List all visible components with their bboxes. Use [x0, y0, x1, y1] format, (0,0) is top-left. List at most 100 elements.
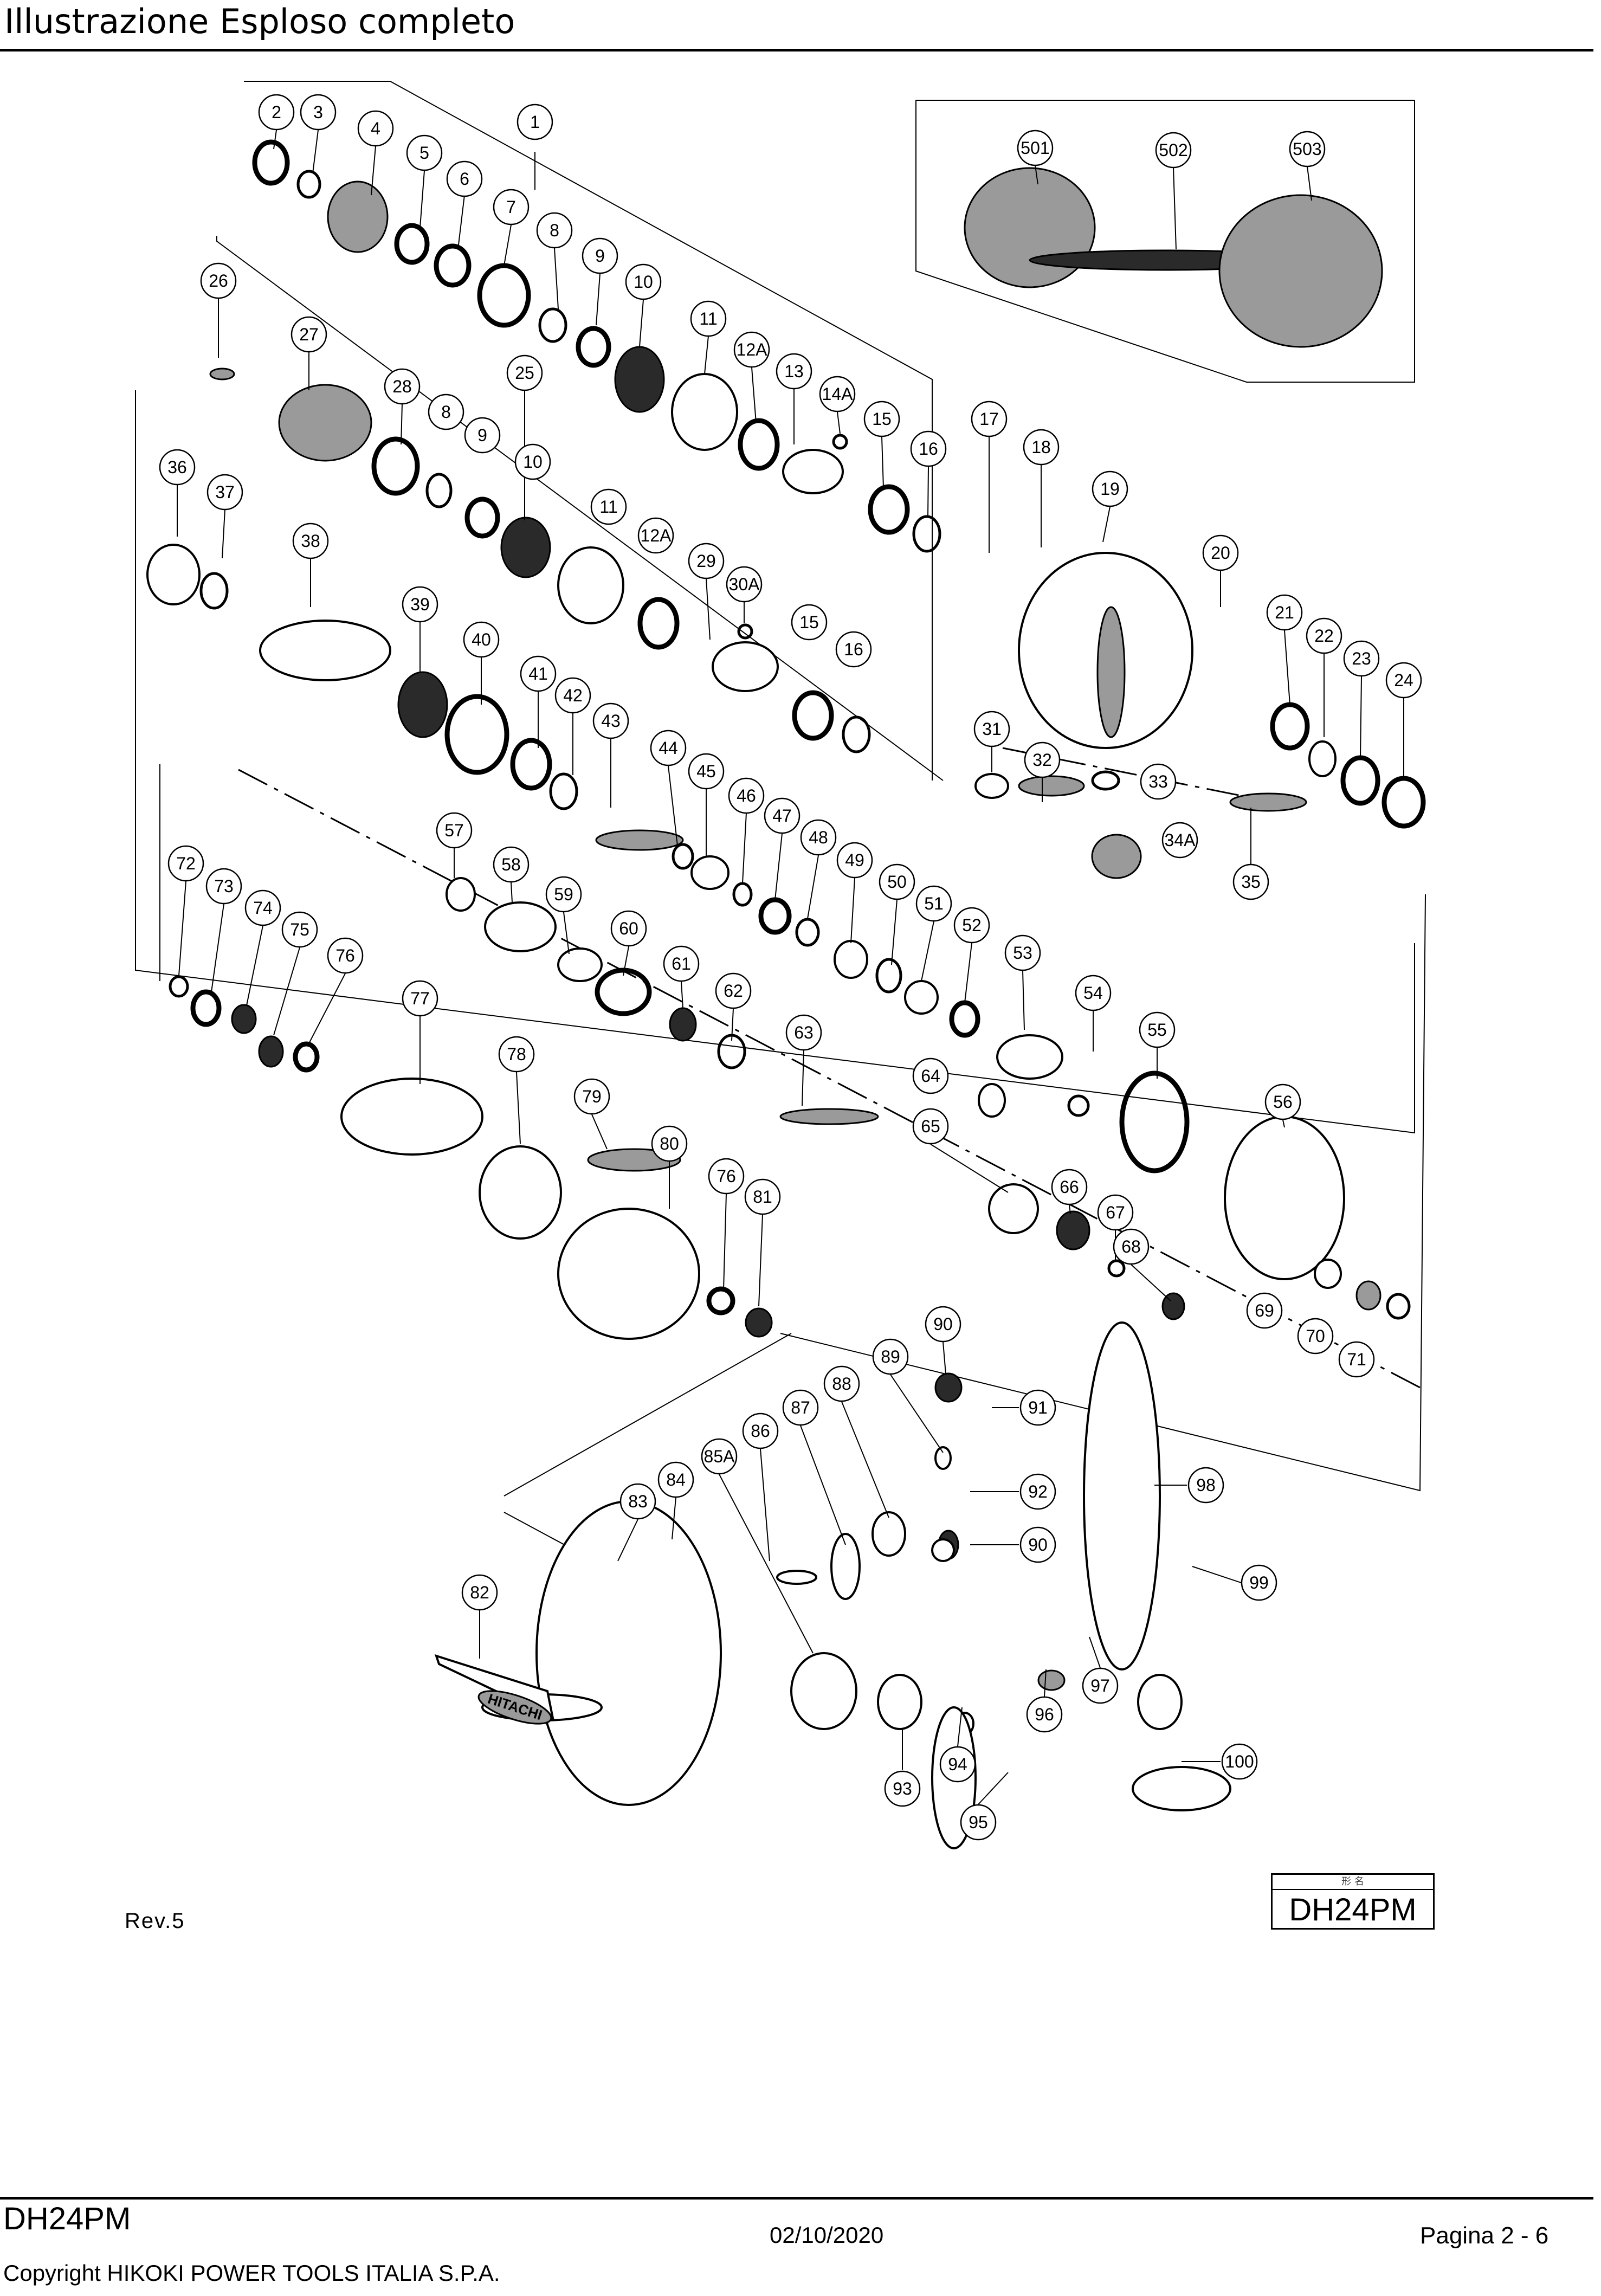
- callout-77: 77: [402, 980, 438, 1017]
- callout-20: 20: [1202, 534, 1239, 571]
- callout-86: 86: [742, 1413, 779, 1449]
- callout-63: 63: [785, 1014, 822, 1051]
- svg-text:42: 42: [563, 686, 583, 705]
- svg-text:100: 100: [1225, 1752, 1254, 1771]
- part-shape-60: [190, 989, 222, 1027]
- svg-text:24: 24: [1394, 670, 1413, 690]
- part-shape-68: [706, 1286, 735, 1315]
- callout-501: 501: [1017, 130, 1054, 166]
- callout-24: 24: [1385, 662, 1422, 699]
- svg-text:34A: 34A: [1165, 830, 1196, 850]
- svg-text:31: 31: [982, 719, 1002, 739]
- callout-73: 73: [205, 868, 242, 905]
- svg-text:1: 1: [530, 112, 540, 132]
- part-shape-39: [795, 918, 820, 947]
- footer-copyright: Copyright HIKOKI POWER TOOLS ITALIA S.P.…: [3, 2260, 500, 2286]
- callout-95: 95: [960, 1804, 997, 1841]
- part-shape-56: [1056, 1210, 1090, 1250]
- callout-25: 25: [506, 354, 543, 391]
- leader-line-8: [554, 248, 559, 309]
- svg-text:16: 16: [844, 640, 863, 659]
- callout-36: 36: [159, 449, 196, 486]
- part-shape-14: [912, 515, 941, 553]
- leader-line-73: [211, 904, 224, 992]
- part-shape-19: [464, 496, 500, 539]
- callout-79: 79: [573, 1078, 610, 1115]
- part-shape-42: [904, 980, 939, 1015]
- callout-503: 503: [1289, 131, 1326, 167]
- part-shape-36: [690, 855, 730, 890]
- callout-8b: 8: [428, 394, 464, 430]
- svg-text:62: 62: [724, 981, 743, 1001]
- callout-60: 60: [610, 910, 647, 947]
- part-shape-77: [1018, 775, 1085, 797]
- svg-text:29: 29: [696, 551, 716, 571]
- callout-33: 33: [1140, 763, 1177, 800]
- footer-date: 02/10/2020: [770, 2222, 884, 2248]
- footer-page-number: Pagina 2 - 6: [1420, 2222, 1549, 2249]
- part-shape-98: [931, 1538, 955, 1562]
- svg-text:90: 90: [1028, 1535, 1048, 1555]
- callout-42: 42: [554, 677, 591, 714]
- callout-93: 93: [884, 1770, 921, 1807]
- part-shape-15: [209, 367, 235, 380]
- leader-line-86: [760, 1448, 770, 1562]
- leader-line-50: [891, 899, 898, 965]
- callout-90: 90: [925, 1306, 961, 1343]
- part-shape-91: [1037, 1669, 1066, 1691]
- leader-line-89: [890, 1374, 944, 1453]
- leader-line-65: [930, 1144, 1009, 1193]
- svg-text:72: 72: [176, 854, 196, 873]
- leader-line-96: [1044, 1669, 1047, 1697]
- callout-76b: 76: [708, 1158, 745, 1195]
- leader-line-4: [371, 146, 376, 196]
- callout-2: 2: [258, 94, 295, 131]
- svg-text:21: 21: [1275, 603, 1294, 622]
- svg-text:99: 99: [1249, 1573, 1269, 1592]
- callout-69: 69: [1246, 1292, 1283, 1329]
- group-frame-2: [135, 390, 1415, 1134]
- callout-11b: 11: [590, 488, 627, 525]
- svg-text:22: 22: [1314, 626, 1334, 646]
- svg-text:89: 89: [881, 1347, 900, 1366]
- callout-11: 11: [690, 300, 727, 337]
- callout-68: 68: [1113, 1228, 1150, 1265]
- callout-22: 22: [1306, 617, 1342, 654]
- leader-line-88: [841, 1401, 889, 1518]
- parts-illustrations: HITACHI: [146, 139, 1426, 1849]
- part-shape-71: [1096, 606, 1126, 738]
- leader-line-87: [800, 1425, 846, 1545]
- callout-35: 35: [1232, 863, 1269, 900]
- callout-8: 8: [536, 212, 573, 249]
- callout-47: 47: [764, 797, 800, 834]
- svg-text:2: 2: [272, 102, 281, 122]
- svg-text:16: 16: [919, 439, 938, 459]
- svg-text:15: 15: [799, 612, 819, 632]
- callout-9b: 9: [464, 417, 501, 454]
- part-shape-6: [538, 307, 567, 343]
- callout-26: 26: [200, 262, 237, 299]
- part-shape-43: [949, 1000, 980, 1038]
- leader-line-62: [731, 1008, 734, 1041]
- part-shape-85: [535, 1500, 722, 1806]
- svg-text:70: 70: [1306, 1326, 1325, 1346]
- part-shape-48: [484, 901, 557, 952]
- leader-line-95: [978, 1772, 1009, 1805]
- svg-text:35: 35: [1241, 872, 1261, 892]
- callout-48: 48: [800, 819, 837, 856]
- callout-6: 6: [446, 160, 483, 197]
- svg-text:41: 41: [528, 664, 548, 683]
- svg-text:51: 51: [924, 894, 944, 913]
- part-shape-28: [199, 572, 229, 610]
- part-shape-8: [614, 346, 665, 413]
- svg-text:71: 71: [1347, 1350, 1366, 1369]
- leader-line-47: [774, 833, 783, 900]
- svg-text:57: 57: [444, 821, 464, 840]
- svg-text:92: 92: [1028, 1482, 1048, 1501]
- svg-text:23: 23: [1352, 649, 1371, 668]
- leader-line-11: [704, 336, 709, 375]
- callout-59: 59: [545, 876, 582, 913]
- leader-line-76: [308, 973, 346, 1044]
- part-shape-41: [875, 958, 902, 994]
- part-shape-87: [790, 1652, 857, 1730]
